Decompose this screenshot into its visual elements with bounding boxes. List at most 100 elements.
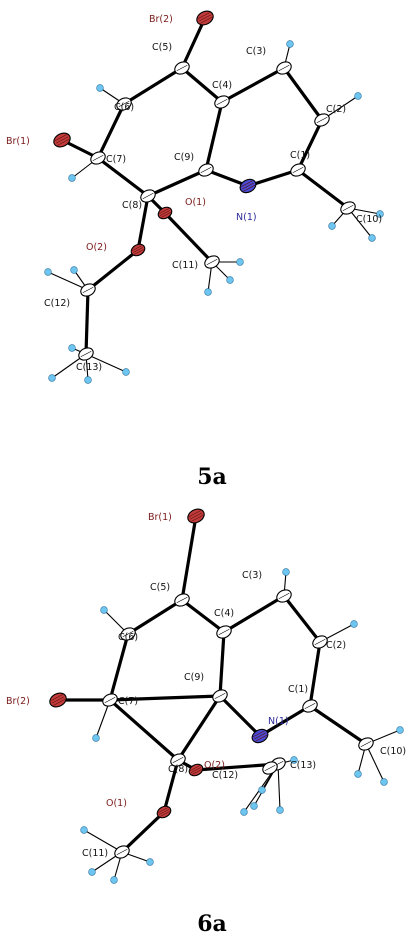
hydrogen-atom <box>100 606 108 614</box>
atom-label-c2: C(2) <box>326 640 346 651</box>
atom-label-o1: O(1) <box>185 197 206 208</box>
atom-c13 <box>78 347 94 361</box>
hydrogen-atom <box>48 374 56 382</box>
hydrogen-atom <box>44 268 52 276</box>
hydrogen-atom <box>276 806 284 814</box>
atom-label-o2: O(2) <box>86 242 107 253</box>
hydrogen-atom <box>110 876 118 884</box>
hydrogen-atom <box>354 770 362 778</box>
atom-label-c10: C(10) <box>356 214 382 225</box>
hydrogen-atom <box>368 234 376 242</box>
atom-label-br1: Br(1) <box>6 136 30 147</box>
atom-label-c5: C(5) <box>152 42 172 53</box>
bond-c6-c7 <box>96 102 126 160</box>
atom-n1 <box>239 178 257 194</box>
atom-label-c7: C(7) <box>106 154 126 165</box>
bond-c5-c6 <box>126 598 184 636</box>
bond-c1-n1 <box>258 704 312 738</box>
atom-label-c8: C(8) <box>122 200 142 211</box>
bond-br1-c5 <box>180 514 198 602</box>
atom-c4 <box>216 625 232 639</box>
atom-c2 <box>314 113 330 127</box>
hydrogen-atom <box>258 786 266 794</box>
atom-label-c3: C(3) <box>246 46 266 57</box>
atom-label-br2: Br(2) <box>6 696 30 707</box>
hydrogen-atom <box>240 808 248 816</box>
atom-c8 <box>140 189 156 203</box>
hydrogen-atom <box>68 344 76 352</box>
atom-br1 <box>187 508 205 524</box>
atom-o2 <box>188 763 204 777</box>
bond-c6-c7 <box>108 632 130 702</box>
hydrogen-atom <box>88 868 96 876</box>
atom-label-c2: C(2) <box>326 104 346 115</box>
structure-6a: Br(1)C(5)C(3)C(4)C(6)C(2)C(1)Br(2)C(7)C(… <box>6 508 406 884</box>
atom-label-c4: C(4) <box>214 608 234 619</box>
atom-label-c11: C(11) <box>172 260 198 271</box>
atom-c2 <box>312 635 328 649</box>
caption-5a: 5a <box>197 464 227 490</box>
bond-c5-c4 <box>180 66 224 104</box>
bond-c2-c1 <box>308 640 322 708</box>
hydrogen-atom <box>80 826 88 834</box>
atom-c10 <box>358 737 374 751</box>
atom-br2 <box>196 10 214 26</box>
hydrogen-atom <box>350 620 358 628</box>
atom-c7 <box>102 693 118 707</box>
atom-c11 <box>114 845 130 859</box>
atom-c7 <box>90 151 106 165</box>
bond-c4-c3 <box>220 66 286 104</box>
atom-o2 <box>130 243 146 257</box>
atom-label-o1: O(1) <box>106 798 127 809</box>
atom-label-c1: C(1) <box>288 684 308 695</box>
atom-label-c7: C(7) <box>118 696 138 707</box>
atom-label-br1: Br(1) <box>148 512 172 523</box>
hydrogen-atom <box>70 266 78 274</box>
atom-c6 <box>116 97 132 111</box>
bond-o2-c12 <box>86 248 140 292</box>
bond-c12-c13 <box>84 288 90 356</box>
atom-br2 <box>49 692 67 708</box>
atom-c9 <box>198 163 214 177</box>
atom-label-c6: C(6) <box>118 632 138 643</box>
hydrogen-atom <box>96 84 104 92</box>
atom-label-n1: N(1) <box>236 212 257 223</box>
hydrogen-bond <box>85 353 127 373</box>
bond-c8-c9 <box>146 168 208 198</box>
bond-n1-c9 <box>218 694 262 738</box>
atom-label-c13: C(13) <box>290 760 316 771</box>
bond-c9-c4 <box>204 100 224 172</box>
atom-label-c9: C(9) <box>184 672 204 683</box>
hydrogen-atom <box>250 802 258 810</box>
hydrogen-atom <box>204 288 212 296</box>
atom-c12 <box>80 283 96 297</box>
atom-c4 <box>214 95 230 109</box>
bond-c3-c2 <box>282 66 324 122</box>
bond-c8-c9 <box>176 694 222 762</box>
atom-c5 <box>174 593 190 607</box>
atom-c5 <box>174 61 190 75</box>
bond-n1-c9 <box>204 168 250 188</box>
atom-label-c12: C(12) <box>44 298 70 309</box>
hydrogen-atom <box>380 778 388 786</box>
bond-c8-o1 <box>162 758 180 814</box>
atom-label-n1: N(1) <box>268 716 289 727</box>
atom-label-br2: Br(2) <box>149 14 173 25</box>
atom-c8 <box>170 753 186 767</box>
bond-c5-c4 <box>180 598 226 634</box>
hydrogen-bond <box>83 829 123 853</box>
hydrogen-atom <box>146 858 154 866</box>
atom-c3 <box>276 589 292 603</box>
atom-c9 <box>212 689 228 703</box>
atom-label-c8: C(8) <box>168 764 188 775</box>
atom-label-c5: C(5) <box>150 582 170 593</box>
bond-c1-c10 <box>296 168 350 210</box>
hydrogen-bond <box>47 271 89 291</box>
hydrogen-atom <box>328 222 336 230</box>
atom-label-o2: O(2) <box>204 760 225 771</box>
atom-c10 <box>340 201 356 215</box>
hydrogen-atom <box>290 756 298 764</box>
bond-o1-c11 <box>120 810 166 854</box>
atom-label-c13: C(13) <box>76 362 102 373</box>
atom-label-c1: C(1) <box>290 150 310 161</box>
